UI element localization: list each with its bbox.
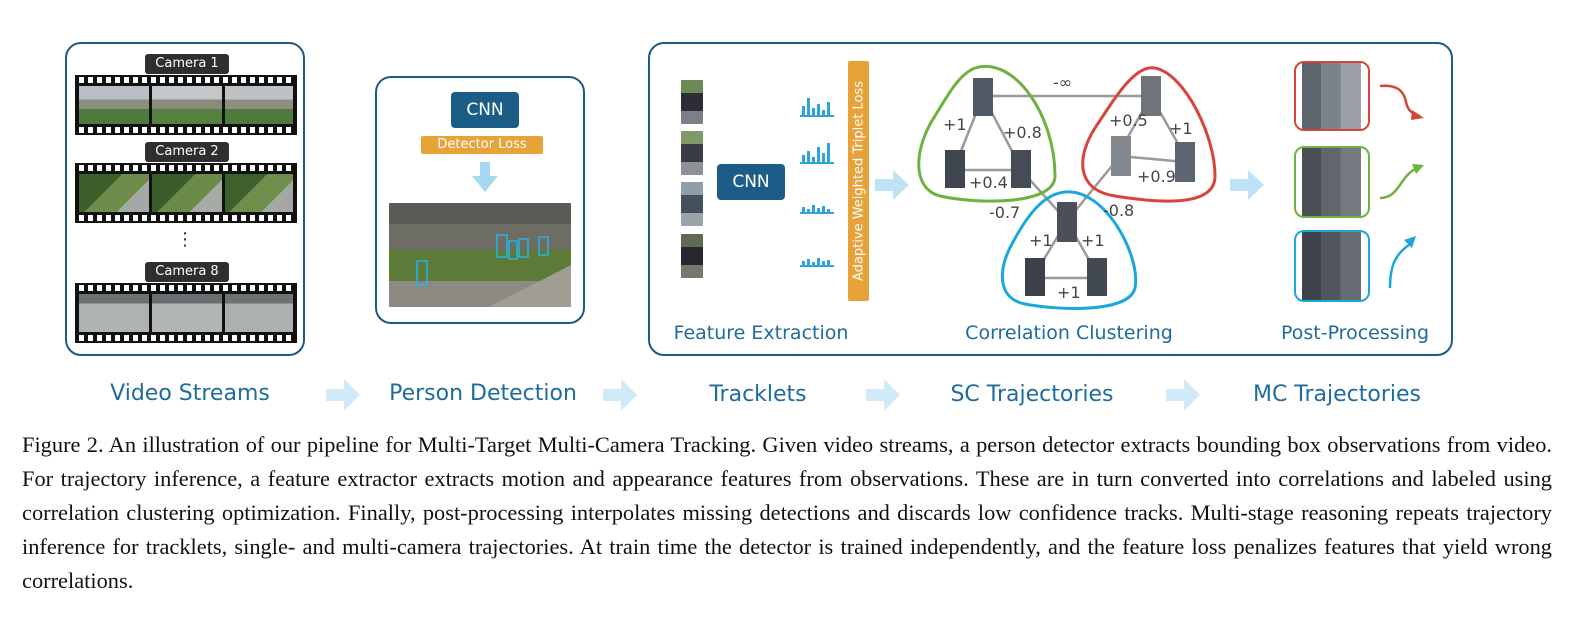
- blue-cluster-outline: [1001, 190, 1138, 310]
- person-crop: [681, 80, 703, 124]
- more-cameras-ellipsis: ⋮: [176, 229, 194, 250]
- person-crop: [681, 131, 703, 175]
- triplet-loss-label: Adaptive Weighted Triplet Loss: [851, 81, 866, 281]
- edge-weight: +1: [1029, 231, 1053, 250]
- edge-weight: -0.7: [989, 203, 1020, 222]
- detector-loss-label: Detector Loss: [421, 136, 543, 154]
- edge-weight: +1: [1081, 231, 1105, 250]
- edge-weight-neg-inf: -∞: [1053, 73, 1072, 92]
- camera-1-filmstrip: [75, 75, 297, 135]
- right-arrow-icon: [326, 379, 360, 411]
- stage-label-mc-trajectories: MC Trajectories: [1252, 382, 1422, 407]
- person-crop: [1175, 142, 1195, 182]
- video-streams-panel: Camera 1 Camera 2 ⋮ Camera 8: [65, 42, 305, 356]
- person-crop: [973, 78, 993, 116]
- down-arrow-icon: [472, 162, 498, 192]
- post-processing-green-box: [1294, 146, 1370, 218]
- person-crop: [1087, 258, 1107, 296]
- stage-label-person-detection: Person Detection: [389, 381, 577, 406]
- feature-histogram-icon: [800, 205, 834, 214]
- edge-weight: +0.8: [1003, 123, 1042, 142]
- stage-label-tracklets: Tracklets: [709, 382, 807, 407]
- right-arrow-icon: [1166, 379, 1200, 411]
- right-arrow-icon: [603, 379, 637, 411]
- stage-label-video-streams: Video Streams: [110, 381, 270, 406]
- triplet-loss-bar: Adaptive Weighted Triplet Loss: [848, 61, 869, 301]
- right-arrow-icon: [866, 379, 900, 411]
- post-processing-blue-box: [1294, 230, 1370, 302]
- correlation-clustering-label: Correlation Clustering: [965, 322, 1173, 344]
- person-detection-panel: CNN Detector Loss: [375, 76, 585, 324]
- caption-text: Figure 2. An illustration of our pipelin…: [22, 432, 1552, 593]
- edge-weight: +1: [1169, 119, 1193, 138]
- person-crop: [1141, 76, 1161, 116]
- person-crop: [681, 182, 703, 226]
- figure-caption: Figure 2. An illustration of our pipelin…: [22, 428, 1552, 598]
- green-cluster-outline: [917, 65, 1057, 203]
- camera-2-filmstrip: [75, 163, 297, 223]
- edge-weight: +1: [943, 115, 967, 134]
- edge-weight: -0.8: [1103, 201, 1134, 220]
- person-crop: [681, 234, 703, 278]
- red-cluster-outline: [1081, 66, 1217, 203]
- trajectory-inference-panel: CNN Adaptive Weighted Triplet Loss: [648, 42, 1453, 356]
- edge-weight: +0.5: [1109, 111, 1148, 130]
- green-trajectory-arrow-icon: [1379, 164, 1424, 200]
- feature-histogram-icon: [800, 258, 834, 267]
- person-crop: [1057, 202, 1077, 242]
- edge-weight: +1: [1057, 283, 1081, 302]
- post-processing-red-box: [1294, 61, 1370, 131]
- edge-weight: +0.9: [1137, 167, 1176, 186]
- detection-scene-photo: [389, 203, 571, 307]
- stage-label-sc-trajectories: SC Trajectories: [950, 382, 1114, 407]
- person-crop: [1025, 258, 1045, 296]
- camera-1-label: Camera 1: [145, 54, 229, 74]
- post-processing-label: Post-Processing: [1280, 322, 1430, 344]
- feature-histogram-icon: [800, 143, 834, 164]
- person-crop: [1011, 150, 1031, 188]
- red-trajectory-arrow-icon: [1379, 84, 1424, 120]
- feature-histogram-icon: [800, 98, 834, 117]
- feature-extraction-label: Feature Extraction: [673, 322, 849, 344]
- person-crop: [1111, 136, 1131, 176]
- camera-8-label: Camera 8: [145, 262, 229, 282]
- camera-2-label: Camera 2: [145, 142, 229, 162]
- camera-8-filmstrip: [75, 283, 297, 343]
- right-arrow-icon: [875, 170, 909, 200]
- detector-cnn-box: CNN: [451, 92, 519, 128]
- blue-trajectory-arrow-icon: [1388, 236, 1416, 289]
- edge-weight: +0.4: [969, 173, 1008, 192]
- person-crop: [945, 150, 965, 188]
- right-arrow-icon: [1230, 170, 1264, 200]
- correlation-clustering-graph: -∞ +1 +0.8 +0.4 +0.5 +1 +0.9 -0.7 -0.8 +…: [917, 65, 1217, 310]
- feature-cnn-box: CNN: [717, 164, 785, 200]
